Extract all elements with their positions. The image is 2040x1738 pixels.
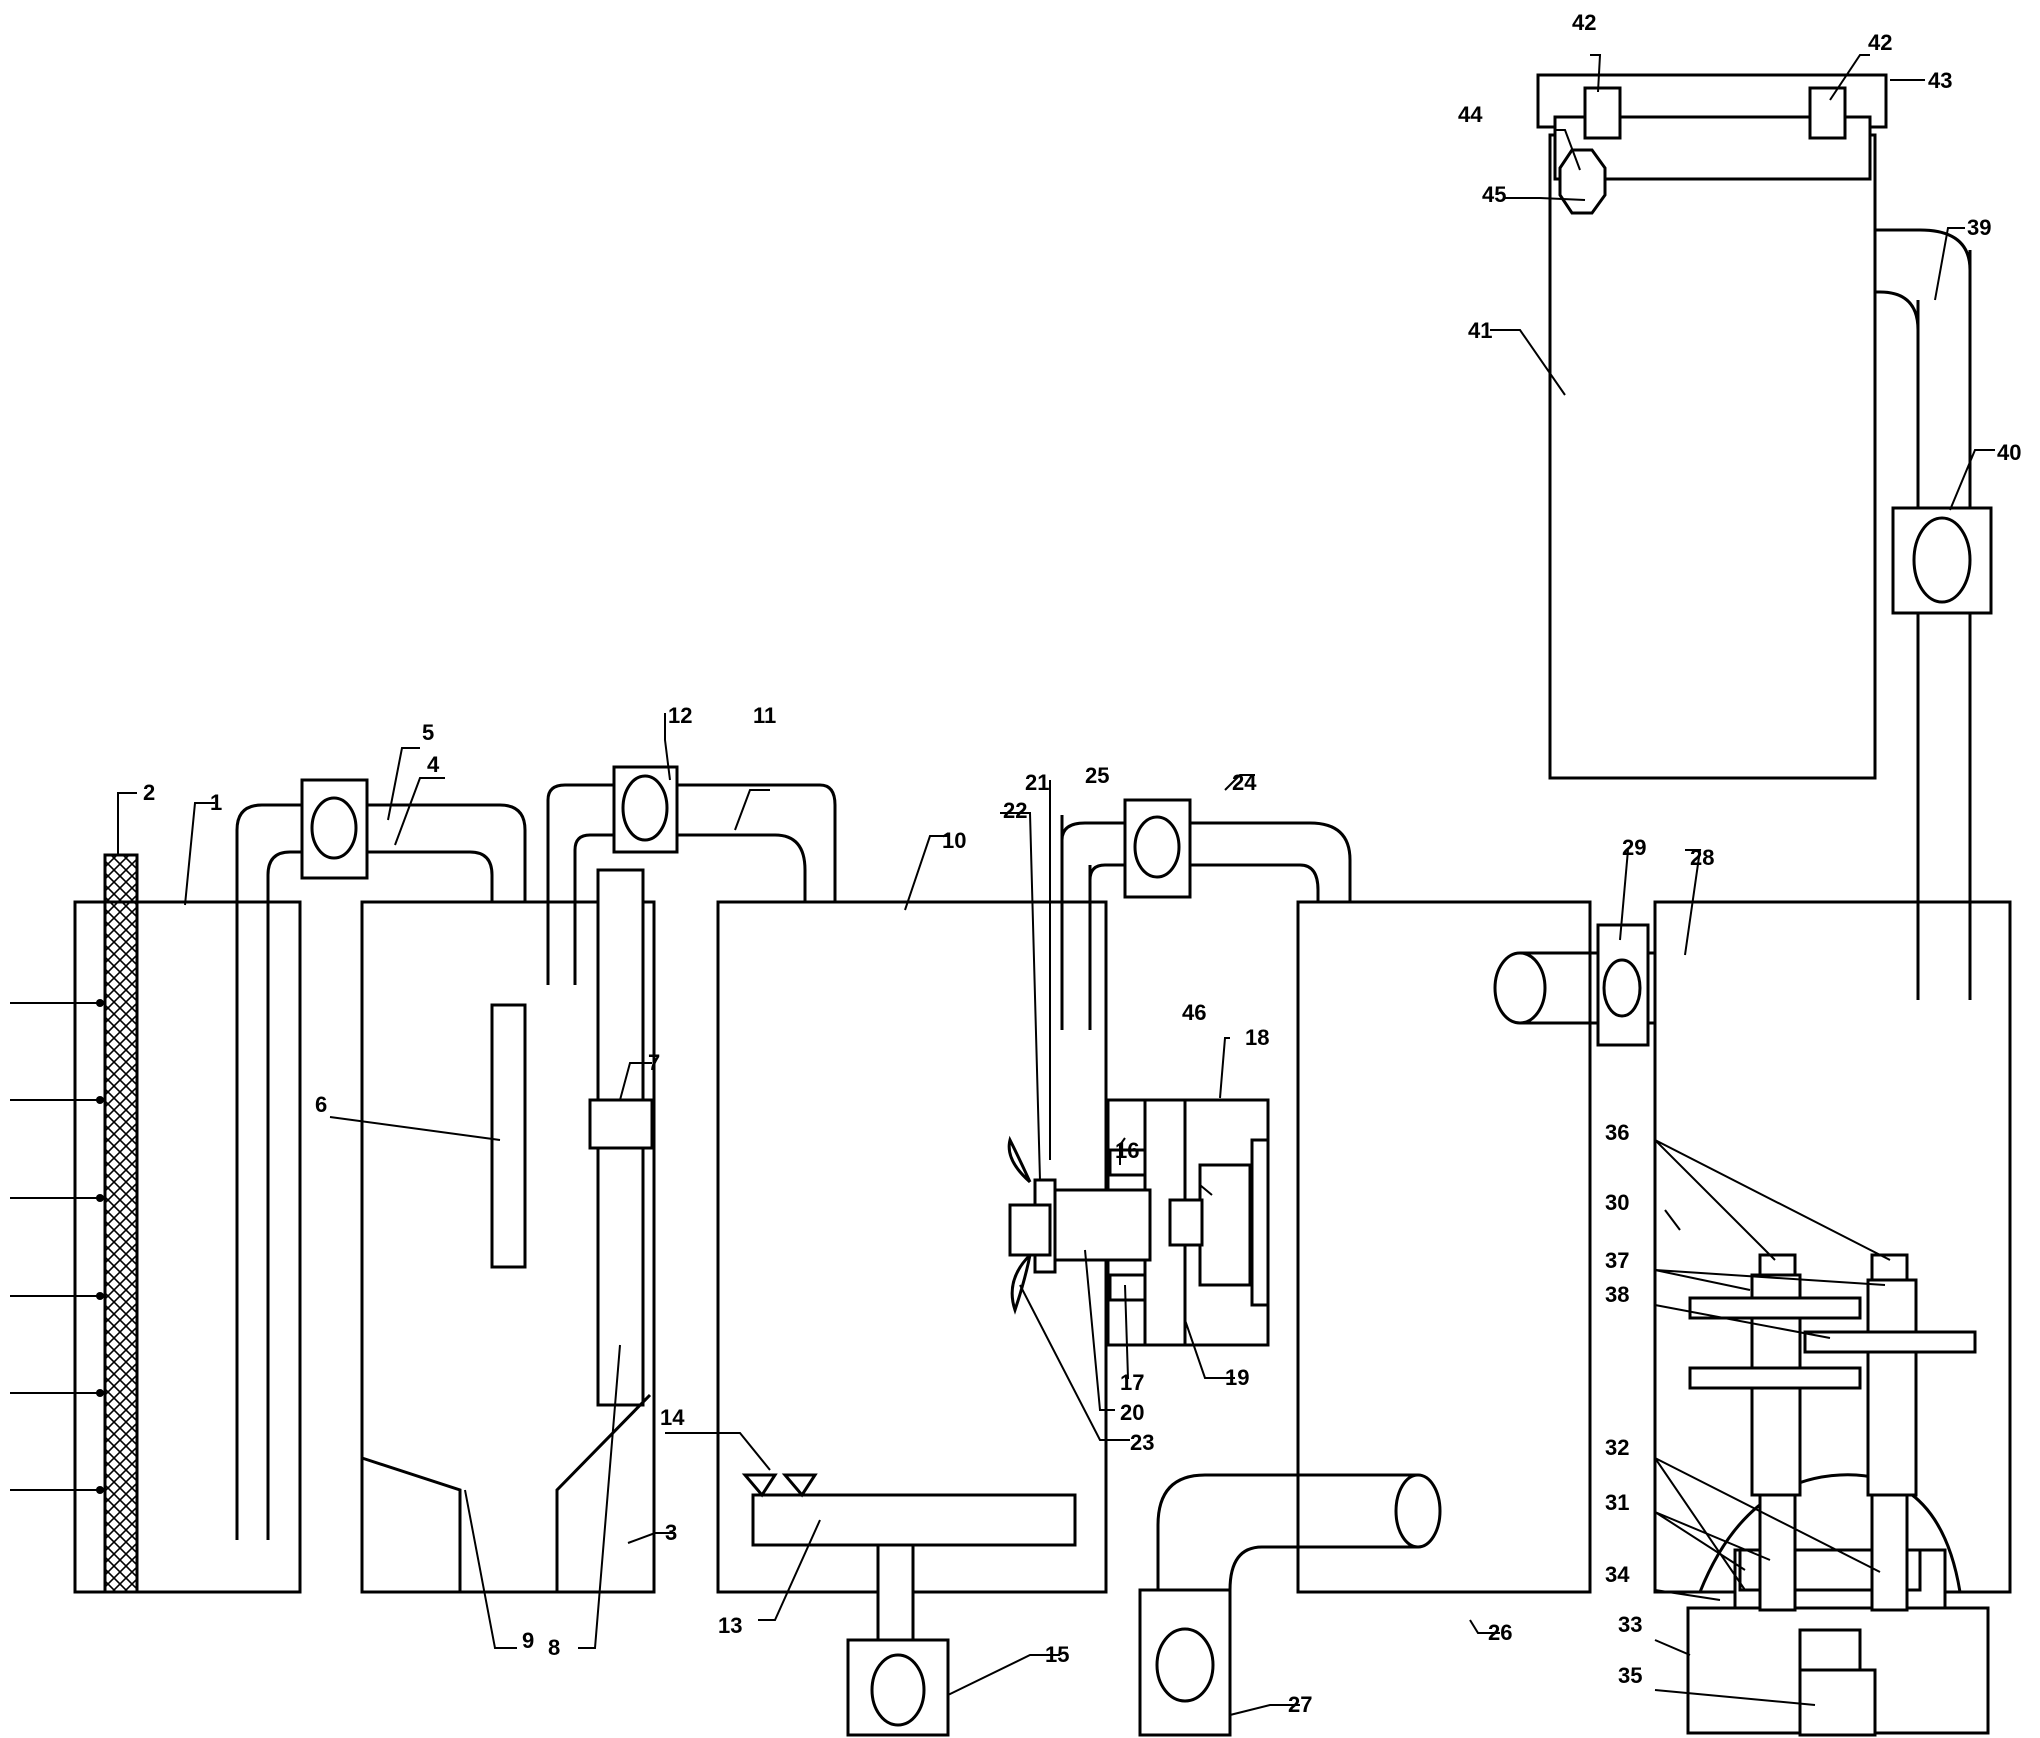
blade-23a [1007, 1135, 1032, 1184]
part-labels: 2 1 5 4 6 7 3 9 8 12 11 10 14 13 15 22 2… [143, 10, 2021, 1717]
label-16: 16 [1115, 1138, 1139, 1163]
label-25: 25 [1085, 763, 1109, 788]
fitting-7 [588, 1098, 654, 1150]
label-15: 15 [1045, 1642, 1069, 1667]
label-41: 41 [1468, 318, 1492, 343]
label-46: 46 [1182, 1000, 1206, 1025]
label-29: 29 [1622, 835, 1646, 860]
label-28: 28 [1690, 845, 1714, 870]
pipe-11 [546, 765, 837, 927]
label-35: 35 [1618, 1663, 1642, 1688]
label-23: 23 [1130, 1430, 1154, 1455]
label-6: 6 [315, 1092, 327, 1117]
bearing-16 [1108, 1148, 1147, 1177]
inlet-arrows [10, 999, 104, 1494]
label-14: 14 [660, 1405, 685, 1430]
label-13: 13 [718, 1613, 742, 1638]
label-31: 31 [1605, 1490, 1629, 1515]
block-42a [1583, 86, 1622, 140]
leader-lines [117, 54, 1995, 1716]
block-42b [1808, 86, 1847, 140]
label-33: 33 [1618, 1612, 1642, 1637]
screen-2 [103, 853, 139, 1594]
label-17: 17 [1120, 1370, 1144, 1395]
label-45: 45 [1482, 182, 1506, 207]
label-30: 30 [1605, 1190, 1629, 1215]
label-3: 3 [665, 1520, 677, 1545]
blade-23b [1010, 1253, 1032, 1315]
pipe-24 [1060, 798, 1352, 1030]
tank-30 [1653, 900, 2012, 1737]
fan-assembly [1007, 1098, 1270, 1347]
plate-38b [1803, 1330, 1977, 1354]
label-42-left: 42 [1572, 10, 1596, 35]
bar-13 [751, 1493, 1077, 1547]
label-19: 19 [1225, 1365, 1249, 1390]
label-36: 36 [1605, 1120, 1629, 1145]
label-22: 22 [1003, 798, 1027, 823]
tank-10 [716, 900, 1108, 1737]
plate-38c [1688, 1366, 1862, 1390]
label-44: 44 [1458, 102, 1483, 127]
motor-35 [1798, 1668, 1877, 1737]
baffle-6 [490, 1003, 527, 1269]
pipe-39 [1813, 228, 1993, 1000]
label-34: 34 [1605, 1562, 1630, 1587]
label-37: 37 [1605, 1248, 1629, 1273]
label-7: 7 [648, 1050, 660, 1075]
label-32: 32 [1605, 1435, 1629, 1460]
hub-22 [1008, 1203, 1052, 1257]
bearing-17 [1108, 1273, 1147, 1302]
label-38: 38 [1605, 1282, 1629, 1307]
label-12: 12 [668, 703, 692, 728]
label-42-right: 42 [1868, 30, 1892, 55]
label-2: 2 [143, 780, 155, 805]
label-5: 5 [422, 720, 434, 745]
valve-45 [1558, 148, 1607, 215]
label-27: 27 [1288, 1692, 1312, 1717]
label-39: 39 [1967, 215, 1991, 240]
tank-26 [1138, 900, 1592, 1737]
pump-27 [1138, 1588, 1232, 1737]
label-10: 10 [942, 828, 966, 853]
motor-46 [1198, 1163, 1252, 1287]
label-40: 40 [1997, 440, 2021, 465]
label-26: 26 [1488, 1620, 1512, 1645]
plate-38a [1688, 1296, 1862, 1320]
tank-41 [1536, 73, 1888, 780]
pump-40 [1891, 506, 1993, 615]
label-24: 24 [1232, 770, 1257, 795]
tank-1 [73, 845, 302, 1594]
label-11: 11 [753, 703, 776, 728]
label-18: 18 [1245, 1025, 1269, 1050]
label-21: 21 [1025, 770, 1049, 795]
shaft-20 [1053, 1188, 1152, 1262]
label-8: 8 [548, 1635, 560, 1660]
tank-3 [360, 825, 656, 1594]
label-4: 4 [427, 752, 440, 777]
label-1: 1 [210, 790, 222, 815]
label-43: 43 [1928, 68, 1952, 93]
label-9: 9 [522, 1628, 534, 1653]
label-20: 20 [1120, 1400, 1144, 1425]
nozzles-14 [741, 1473, 818, 1498]
